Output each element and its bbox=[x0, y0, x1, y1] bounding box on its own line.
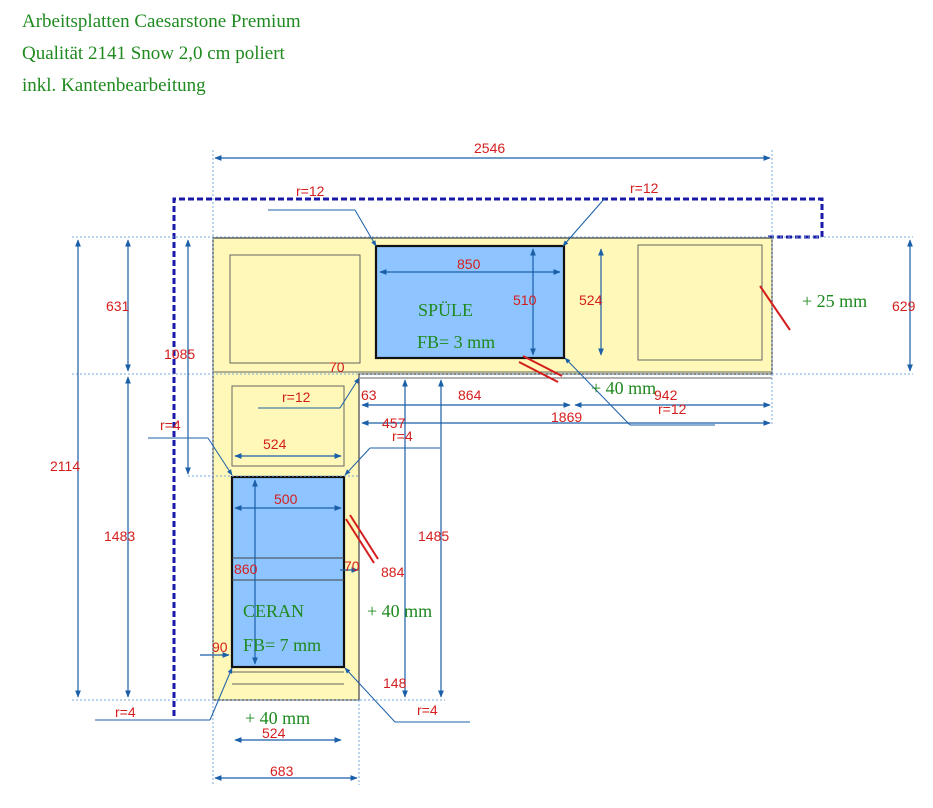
dim-683: 683 bbox=[270, 763, 294, 779]
dim-631: 631 bbox=[106, 298, 130, 314]
dim-2114: 2114 bbox=[50, 458, 80, 474]
dim-942: 942 bbox=[654, 387, 678, 403]
dim-90: 90 bbox=[212, 639, 228, 655]
dim-r12-d: r=12 bbox=[658, 401, 687, 417]
dim-884: 884 bbox=[381, 564, 405, 580]
dim-r12-c: r=12 bbox=[282, 389, 311, 405]
cabinet-panel-corner bbox=[231, 385, 345, 467]
edge-marks bbox=[345, 285, 791, 564]
guide-lines bbox=[72, 150, 913, 785]
dim-1485: 1485 bbox=[418, 528, 449, 544]
dim-r4-d: r=4 bbox=[417, 702, 438, 718]
cabinet-panel-right bbox=[637, 244, 763, 361]
dim-70-top: 70 bbox=[329, 359, 345, 375]
sink-fb-label: FB= 3 mm bbox=[417, 332, 495, 352]
ceran-name-label: CERAN bbox=[243, 601, 304, 621]
dim-70-ceran: 70 bbox=[344, 558, 360, 574]
dim-510: 510 bbox=[513, 292, 537, 308]
dim-500: 500 bbox=[274, 491, 298, 507]
title-line-1: Arbeitsplatten Caesarstone Premium bbox=[22, 11, 301, 32]
dim-1869: 1869 bbox=[551, 409, 582, 425]
dim-524-sink: 524 bbox=[579, 292, 603, 308]
dim-1483: 1483 bbox=[104, 528, 135, 544]
plus40-bottom-label: + 40 mm bbox=[245, 708, 310, 728]
dim-r4-b: r=4 bbox=[392, 428, 413, 444]
dim-457: 457 bbox=[382, 415, 406, 431]
cabinet-panel-left bbox=[229, 254, 361, 364]
radius-leaders bbox=[95, 197, 715, 723]
dim-524-bottom: 524 bbox=[262, 725, 286, 741]
dim-864: 864 bbox=[458, 387, 482, 403]
dim-524-ceran: 524 bbox=[263, 436, 287, 452]
title-line-3: inkl. Kantenbearbeitung bbox=[22, 75, 206, 96]
dim-2546: 2546 bbox=[474, 140, 505, 156]
dim-860: 860 bbox=[234, 561, 258, 577]
dim-r4-c: r=4 bbox=[115, 704, 136, 720]
dim-850: 850 bbox=[457, 256, 481, 272]
dim-63: 63 bbox=[361, 387, 377, 403]
dim-r4-a: r=4 bbox=[160, 417, 181, 433]
sink-name-label: SPÜLE bbox=[418, 300, 473, 320]
dim-r12-a: r=12 bbox=[296, 183, 325, 199]
dim-r12-b: r=12 bbox=[630, 180, 659, 196]
title-block: Arbeitsplatten Caesarstone Premium Quali… bbox=[22, 6, 301, 102]
dim-148: 148 bbox=[383, 675, 407, 691]
plus40-top-label: + 40 mm bbox=[591, 378, 656, 398]
title-line-2: Qualität 2141 Snow 2,0 cm poliert bbox=[22, 43, 285, 64]
dim-629: 629 bbox=[892, 298, 916, 314]
ceran-fb-label: FB= 7 mm bbox=[243, 635, 321, 655]
dim-1085: 1085 bbox=[164, 346, 195, 362]
dimension-lines bbox=[75, 155, 913, 781]
plus40-right-label: + 40 mm bbox=[367, 601, 432, 621]
plus25-label: + 25 mm bbox=[802, 291, 867, 311]
